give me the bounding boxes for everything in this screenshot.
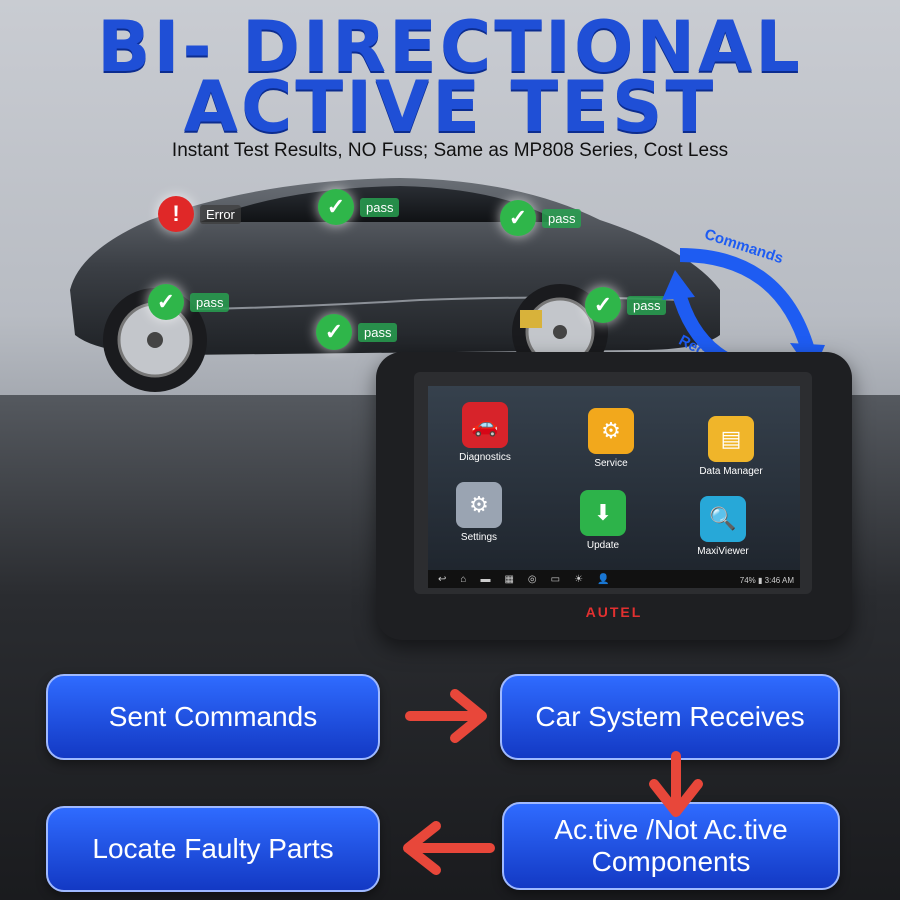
- error-label: Error: [200, 204, 241, 224]
- flow-step-label: Sent Commands: [108, 700, 318, 732]
- check-icon: ✓: [318, 189, 354, 225]
- pass-badge: ✓ pass: [318, 189, 400, 225]
- check-icon: ✓: [500, 200, 536, 236]
- flow-step-label: Car System Receives: [535, 700, 805, 732]
- pass-label: pass: [190, 292, 230, 312]
- check-icon: ✓: [585, 287, 621, 323]
- pass-badge: ✓ pass: [148, 284, 230, 320]
- flow-step-label-line1: Ac.tive /Not Ac.tive: [554, 813, 788, 845]
- screenshot-icon[interactable]: ▭: [550, 573, 561, 585]
- car-small-icon[interactable]: ▬: [480, 573, 491, 585]
- pass-badge: ✓ pass: [500, 200, 582, 236]
- flow-step-car-system-receives: Car System Receives: [500, 674, 840, 760]
- flow-step-sent-commands: Sent Commands: [46, 674, 380, 760]
- apps-icon[interactable]: ▦: [504, 573, 514, 585]
- app-label: Update: [586, 540, 620, 551]
- pass-badge: ✓ pass: [585, 287, 667, 323]
- back-icon[interactable]: ↩: [438, 573, 447, 585]
- viewer-icon: 🔍: [700, 496, 746, 542]
- browser-icon[interactable]: ◎: [527, 573, 537, 585]
- folder-icon: ▤: [708, 416, 754, 462]
- service-icon: ⚙: [588, 408, 634, 454]
- tablet-nav-bar: ↩ ⌂ ▬ ▦ ◎ ▭ ☀ 👤: [428, 570, 800, 588]
- brightness-icon[interactable]: ☀: [574, 573, 584, 585]
- flow-step-locate-faulty-parts: Locate Faulty Parts: [46, 806, 380, 892]
- flow-step-label-line2: Components: [591, 846, 751, 877]
- home-icon[interactable]: ⌂: [460, 573, 467, 585]
- gear-icon: ⚙: [456, 482, 502, 528]
- headline-line-2: ACTIVE TEST: [183, 66, 717, 148]
- pass-label: pass: [542, 208, 582, 228]
- autel-tablet: 🚗 Diagnostics ⚙ Service ▤ Data Manager ⚙…: [376, 352, 852, 640]
- pass-badge: ✓ pass: [316, 314, 398, 350]
- check-icon: ✓: [148, 284, 184, 320]
- pass-label: pass: [360, 197, 400, 217]
- app-label: Data Manager: [699, 466, 763, 477]
- flow-step-label: Locate Faulty Parts: [92, 832, 334, 864]
- app-data-manager[interactable]: ▤ Data Manager: [686, 416, 776, 477]
- app-service[interactable]: ⚙ Service: [566, 408, 656, 469]
- app-label: Service: [594, 458, 628, 469]
- pass-label: pass: [627, 295, 667, 315]
- subtitle: Instant Test Results, NO Fuss; Same as M…: [171, 140, 729, 161]
- autel-logo: AUTEL: [585, 604, 643, 620]
- car-icon: 🚗: [462, 402, 508, 448]
- pass-label: pass: [358, 322, 398, 342]
- app-label: Settings: [460, 532, 498, 543]
- status-bar-text: 74% ▮ 3:46 AM: [739, 576, 794, 585]
- error-icon: !: [158, 196, 194, 232]
- error-badge: ! Error: [158, 196, 241, 232]
- check-icon: ✓: [316, 314, 352, 350]
- flow-step-active-components: Ac.tive /Not Ac.tive Components: [502, 802, 840, 890]
- app-diagnostics[interactable]: 🚗 Diagnostics: [440, 402, 530, 463]
- app-label: MaxiViewer: [697, 546, 749, 557]
- headline-line-1: BI- DIRECTIONAL: [97, 6, 803, 88]
- person-icon[interactable]: 👤: [597, 573, 610, 585]
- app-maxiviewer[interactable]: 🔍 MaxiViewer: [678, 496, 768, 557]
- download-icon: ⬇: [580, 490, 626, 536]
- app-label: Diagnostics: [459, 452, 511, 463]
- app-update[interactable]: ⬇ Update: [558, 490, 648, 551]
- tablet-screen: 🚗 Diagnostics ⚙ Service ▤ Data Manager ⚙…: [428, 386, 800, 588]
- app-settings[interactable]: ⚙ Settings: [434, 482, 524, 543]
